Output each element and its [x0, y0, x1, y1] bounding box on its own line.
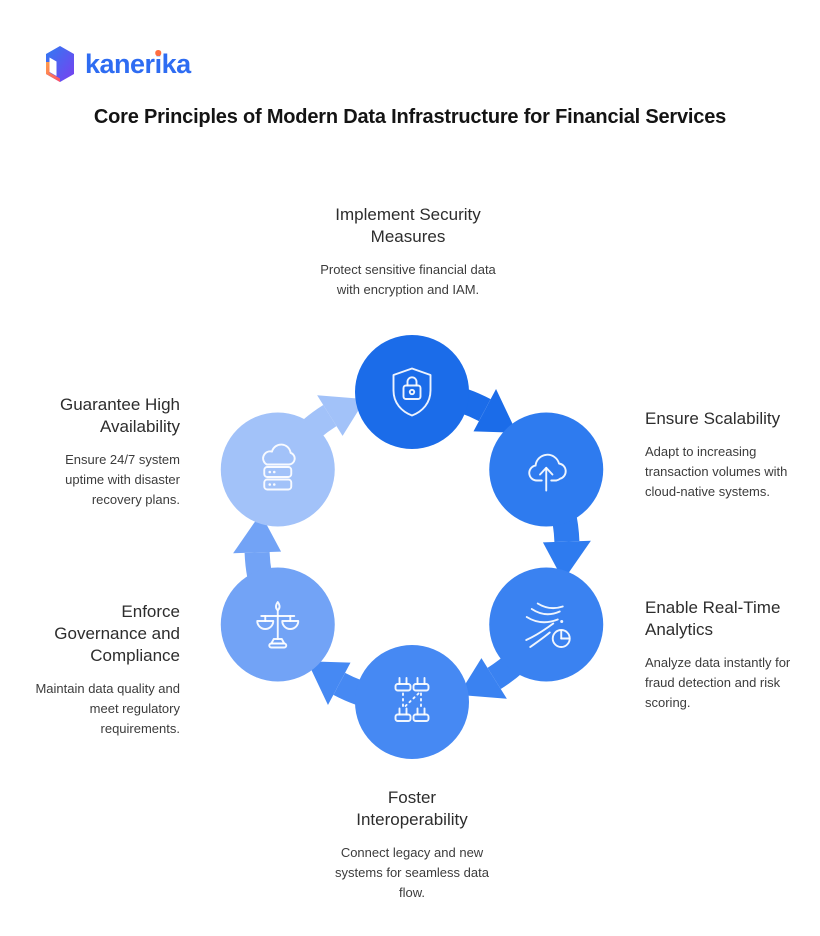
- node-circle-interoperability: [355, 645, 469, 759]
- realtime-flow-icon: [525, 602, 571, 648]
- node-text-governance: Enforce Governance and Compliance Mainta…: [0, 601, 180, 739]
- node-text-analytics: Enable Real-Time Analytics Analyze data …: [645, 597, 820, 713]
- node-heading: Foster Interoperability: [356, 788, 468, 829]
- cloud-upload-icon: [528, 453, 567, 492]
- node-description: Protect sensitive financial data with en…: [320, 262, 496, 297]
- scales-icon: [256, 601, 300, 649]
- node-heading: Guarantee High Availability: [59, 395, 180, 436]
- node-heading: Enforce Governance and Compliance: [54, 602, 180, 665]
- node-description: Ensure 24/7 system uptime with disaster …: [65, 452, 180, 507]
- node-heading: Enable Real-Time Analytics: [645, 598, 781, 639]
- node-heading: Implement Security Measures: [335, 205, 481, 246]
- node-text-scalability: Ensure Scalability Adapt to increasing t…: [645, 408, 820, 502]
- kanerika-logo: kanerika: [44, 44, 191, 84]
- connectors-icon: [394, 677, 430, 722]
- node-circle-availability: [220, 412, 335, 527]
- node-description: Adapt to increasing transaction volumes …: [645, 444, 788, 499]
- node-description: Analyze data instantly for fraud detecti…: [645, 655, 791, 710]
- node-heading: Ensure Scalability: [645, 409, 781, 428]
- node-text-availability: Guarantee High Availability Ensure 24/7 …: [0, 394, 180, 510]
- node-description: Maintain data quality and meet regulator…: [35, 681, 180, 736]
- page-title: Core Principles of Modern Data Infrastru…: [93, 106, 727, 128]
- shield-lock-icon: [392, 367, 432, 417]
- node-circle-security: [355, 335, 469, 449]
- kanerika-cube-icon: [46, 46, 74, 82]
- node-description: Connect legacy and new systems for seaml…: [335, 845, 489, 900]
- cloud-server-icon: [262, 443, 296, 491]
- node-circle-analytics: [489, 567, 604, 682]
- node-text-interoperability: Foster Interoperability Connect legacy a…: [312, 787, 512, 903]
- brand-name: kanerika: [85, 48, 191, 79]
- node-text-security: Implement Security Measures Protect sens…: [303, 204, 513, 300]
